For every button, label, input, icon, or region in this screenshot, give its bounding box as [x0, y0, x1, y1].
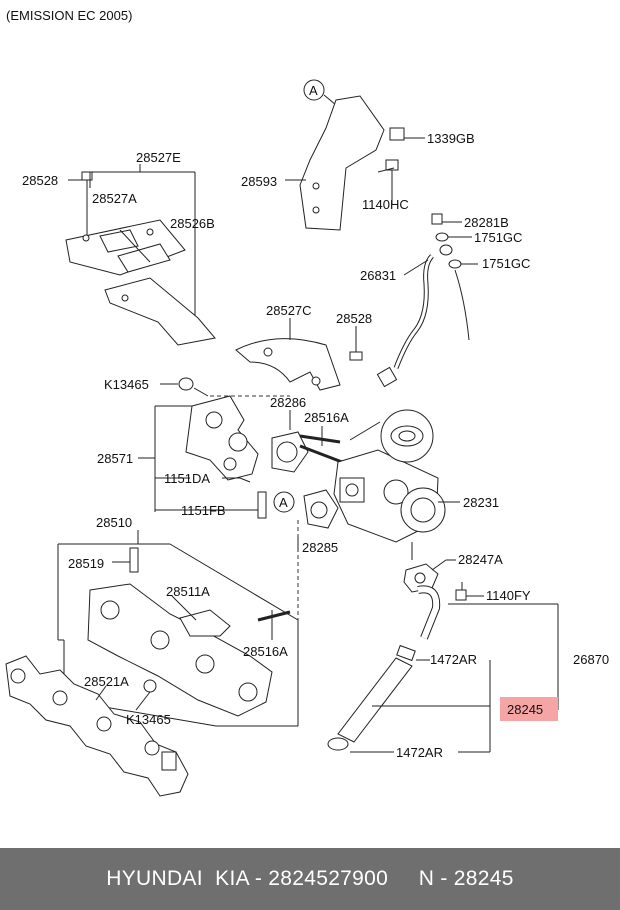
- diagram-title: (EMISSION EC 2005): [6, 8, 132, 23]
- label-1339GB: 1339GB: [427, 131, 475, 146]
- heat-shield-28527C: [235, 318, 363, 391]
- nut-1339GB: [389, 127, 405, 141]
- label-26870: 26870: [573, 652, 609, 667]
- label-28286: 28286: [270, 395, 306, 410]
- label-28527E: 28527E: [136, 150, 181, 165]
- label-28521A: 28521A: [84, 674, 129, 689]
- label-28245: 28245: [507, 702, 543, 717]
- exhaust-outlet-28571: A: [138, 377, 295, 519]
- gasket-28247A: [403, 559, 456, 593]
- label-28247A: 28247A: [458, 552, 503, 567]
- label-28231: 28231: [463, 495, 499, 510]
- svg-text:A: A: [279, 495, 288, 510]
- label-28516A-bot: 28516A: [243, 644, 288, 659]
- label-28527A: 28527A: [92, 191, 137, 206]
- bolt-28528-mid: [349, 351, 363, 361]
- gasket-28521A: [5, 655, 189, 797]
- bracket-28593: A: [285, 79, 425, 231]
- label-28281B: 28281B: [464, 215, 509, 230]
- footer-bar: HYUNDAI KIA - 2824527900 N - 28245: [0, 848, 620, 910]
- footer-spacer: [388, 867, 419, 891]
- label-1151DA: 1151DA: [164, 471, 210, 486]
- label-28510: 28510: [96, 515, 132, 530]
- label-1140HC: 1140HC: [362, 197, 409, 212]
- label-28571: 28571: [97, 451, 133, 466]
- nut-k13465-bot: [143, 679, 157, 693]
- label-28527C: 28527C: [266, 303, 312, 318]
- hose-28245: [327, 644, 491, 753]
- label-1472AR-top: 1472AR: [430, 652, 477, 667]
- label-28526B: 28526B: [170, 216, 215, 231]
- footer-brand: HYUNDAI KIA - 2824527900: [106, 867, 389, 890]
- callout-a-top: [303, 79, 325, 101]
- label-28528: 28528: [22, 173, 58, 188]
- stud-1151FB: [257, 491, 267, 519]
- label-1151FB: 1151FB: [181, 503, 226, 518]
- exhaust-manifold-28510: [57, 530, 299, 727]
- nut-k13465-top: [178, 377, 194, 391]
- heat-shield-28526B: [104, 277, 216, 346]
- oil-return-pipe-26870: [417, 582, 559, 711]
- label-K13465-bot: K13465: [126, 712, 171, 727]
- label-1140FY: 1140FY: [486, 588, 531, 603]
- gasket-28285: [297, 489, 339, 620]
- parts-diagram: (EMISSION EC 2005) A: [5, 8, 609, 797]
- label-28511A: 28511A: [166, 584, 210, 599]
- label-28519: 28519: [68, 556, 104, 571]
- label-1472AR-bot: 1472AR: [396, 745, 443, 760]
- stud-28516A-top: [299, 426, 343, 464]
- label-28528-mid: 28528: [336, 311, 372, 326]
- footer-part-number: N - 28245: [418, 867, 514, 890]
- stud-28519: [129, 547, 139, 573]
- part-highlight: [500, 697, 558, 721]
- turbocharger-28231: [333, 409, 460, 560]
- label-K13465-top: K13465: [104, 377, 149, 392]
- label-28285: 28285: [302, 540, 338, 555]
- part-labels: 28528 28527E 28527A 28526B 28593 1339GB …: [22, 131, 609, 760]
- label-1751GC-b: 1751GC: [482, 256, 530, 271]
- svg-text:A: A: [309, 83, 318, 98]
- label-1751GC-a: 1751GC: [474, 230, 522, 245]
- gasket-28286: [271, 410, 309, 473]
- oil-feed-pipe-26831: [376, 213, 478, 388]
- label-28516A-top: 28516A: [304, 410, 349, 425]
- label-26831: 26831: [360, 268, 396, 283]
- heat-shield-group: [65, 164, 216, 346]
- label-28593: 28593: [241, 174, 277, 189]
- callout-a-mid: [273, 491, 295, 513]
